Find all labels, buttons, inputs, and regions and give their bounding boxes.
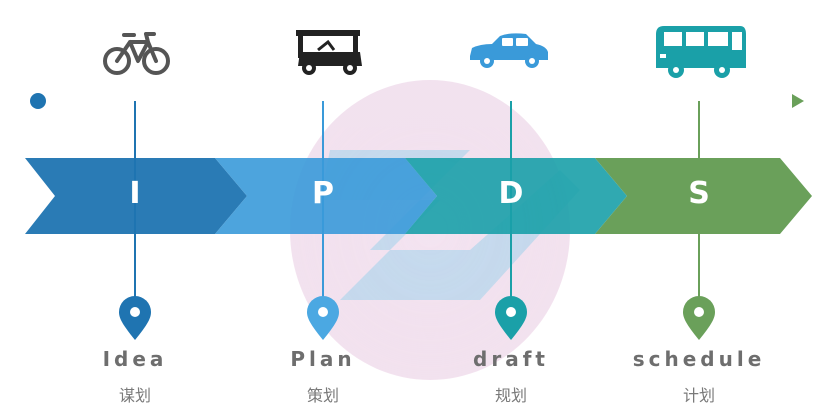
golf-cart-icon [296,30,362,75]
timeline-start-dot [30,93,46,109]
stage-label-idea: Idea [102,347,168,371]
timeline-arrow-head [792,94,804,108]
car-icon [470,33,548,68]
timeline [30,93,804,109]
stage-subtitle-draft: 规划 [494,386,527,405]
stage-letter-schedule: S [688,176,710,211]
chevron-idea [25,158,247,234]
stage-label-schedule: schedule [632,347,766,371]
location-pin-icon [683,296,715,340]
bus-icon [656,26,746,78]
location-pin-icon [119,296,151,340]
chevron-draft [405,158,627,234]
stage-subtitle-schedule: 计划 [682,386,715,405]
stage-subtitle-idea: 谋划 [118,386,151,405]
stage-letter-plan: P [312,176,334,211]
chevron-schedule [595,158,812,234]
location-pin-icon [495,296,527,340]
chevron-plan [215,158,437,234]
stage-letter-draft: D [498,176,524,211]
stage-label-draft: draft [473,347,549,371]
stage-subtitle-plan: 策划 [306,386,339,405]
bicycle-icon [103,32,170,75]
location-pin-icon [307,296,339,340]
stage-chevrons [25,158,812,234]
stage-letter-idea: I [129,176,141,211]
stage-label-plan: Plan [290,347,356,371]
